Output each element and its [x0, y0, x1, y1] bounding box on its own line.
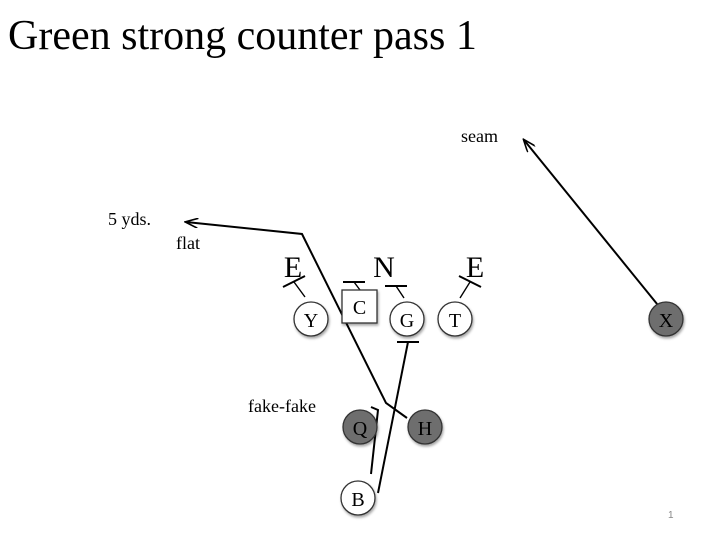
five-yds-label: 5 yds.: [108, 209, 151, 229]
flat-label: flat: [176, 233, 200, 253]
block-bar: [282, 275, 306, 288]
block-stem: [353, 281, 361, 291]
player-tackle-label: T: [449, 310, 461, 332]
player-y-label: Y: [304, 310, 318, 332]
defender-nose: N: [343, 251, 407, 299]
fake-fake-label: fake-fake: [248, 396, 316, 416]
player-guard-label: G: [400, 310, 414, 332]
slide-number: 1: [668, 510, 674, 521]
slide-title: Green strong counter pass 1: [8, 13, 477, 59]
player-guard: G: [389, 301, 425, 337]
block-stem: [459, 281, 471, 299]
player-center-label: C: [353, 297, 366, 319]
x-seam-route: [524, 140, 667, 316]
b-lead-route: [377, 341, 409, 494]
block-stem: [293, 281, 306, 298]
defender-right-end: E: [458, 251, 484, 299]
player-x-label: X: [659, 310, 674, 332]
q-fake-route: [370, 406, 380, 475]
seam-label: seam: [461, 126, 498, 146]
block-bar: [458, 275, 482, 288]
player-back: B: [340, 480, 376, 516]
player-y: Y: [293, 301, 329, 337]
player-center: C: [341, 289, 378, 324]
defender-left-end-label: E: [284, 251, 302, 284]
defender-right-end-label: E: [466, 251, 484, 284]
defender-nose-label: N: [373, 251, 395, 284]
player-x: X: [648, 301, 684, 337]
player-halfback-label: H: [418, 418, 432, 440]
block-stem: [395, 285, 405, 299]
player-back-label: B: [351, 489, 364, 511]
player-halfback: H: [407, 409, 443, 445]
player-quarterback: Q: [342, 409, 378, 445]
player-quarterback-label: Q: [353, 418, 368, 440]
defender-left-end: E: [282, 251, 306, 298]
player-tackle: T: [437, 301, 473, 337]
